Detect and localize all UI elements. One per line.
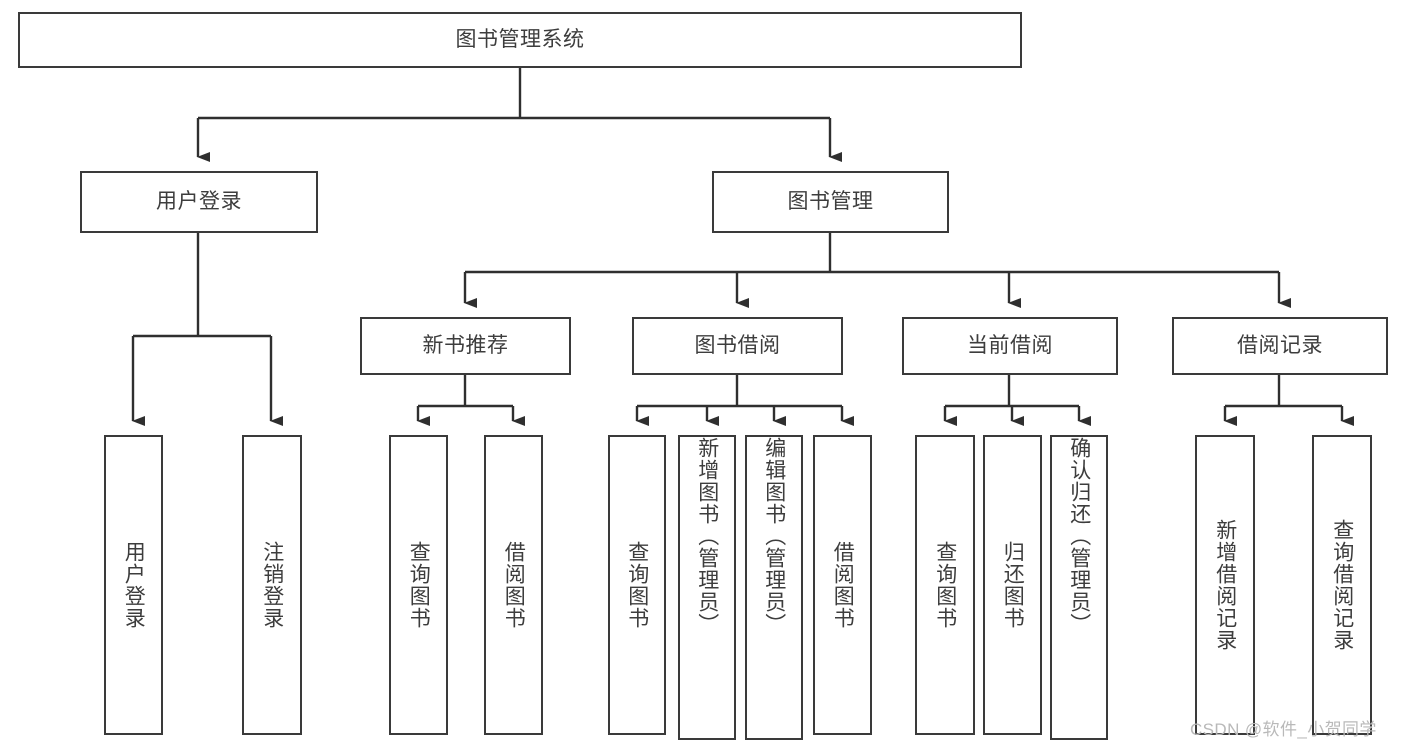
node-leaf-borrow-book-label: 借阅图书 [831,541,855,629]
node-leaf-confirm-return-admin-label: 确认归还（管理员） [1067,437,1091,635]
node-leaf-confirm-return-admin[interactable]: 确认归还（管理员） [1050,435,1108,740]
node-leaf-user-login-label: 用户登录 [122,541,146,629]
csdn-watermark: CSDN @软件_小贺同学 [1190,720,1377,739]
node-leaf-logout-label: 注销登录 [260,541,284,629]
node-book-borrow-label: 图书借阅 [694,334,781,358]
node-leaf-return-book-label: 归还图书 [1001,541,1025,629]
node-root[interactable]: 图书管理系统 [18,12,1022,68]
node-user-login-label: 用户登录 [156,190,242,214]
node-leaf-edit-book-admin-label: 编辑图书（管理员） [762,437,786,635]
node-leaf-add-book-admin-label: 新增图书（管理员） [695,437,719,635]
node-leaf-user-login[interactable]: 用户登录 [104,435,163,735]
node-leaf-query-book-borrow[interactable]: 查询图书 [608,435,666,735]
node-leaf-edit-book-admin[interactable]: 编辑图书（管理员） [745,435,803,740]
node-leaf-return-book[interactable]: 归还图书 [983,435,1042,735]
node-leaf-borrow-book-recommend[interactable]: 借阅图书 [484,435,543,735]
node-leaf-query-book-current-label: 查询图书 [933,541,957,629]
node-borrow-record-label: 借阅记录 [1237,334,1323,358]
node-leaf-add-borrow-record[interactable]: 新增借阅记录 [1195,435,1255,735]
node-leaf-query-book-current[interactable]: 查询图书 [915,435,975,735]
node-leaf-query-book-borrow-label: 查询图书 [625,541,649,629]
node-book-management-label: 图书管理 [787,190,874,214]
node-leaf-add-borrow-record-label: 新增借阅记录 [1213,519,1237,651]
node-leaf-add-book-admin[interactable]: 新增图书（管理员） [678,435,736,740]
node-book-borrow[interactable]: 图书借阅 [632,317,843,375]
node-leaf-borrow-book-recommend-label: 借阅图书 [502,541,526,629]
node-leaf-query-book-recommend-label: 查询图书 [407,541,431,629]
node-root-label: 图书管理系统 [455,28,585,52]
node-leaf-query-book-recommend[interactable]: 查询图书 [389,435,448,735]
node-current-borrow[interactable]: 当前借阅 [902,317,1118,375]
node-leaf-borrow-book[interactable]: 借阅图书 [813,435,872,735]
node-current-borrow-label: 当前借阅 [967,334,1053,358]
node-leaf-logout[interactable]: 注销登录 [242,435,302,735]
node-leaf-query-borrow-record-label: 查询借阅记录 [1330,519,1354,651]
node-leaf-query-borrow-record[interactable]: 查询借阅记录 [1312,435,1372,735]
node-new-book-recommend-label: 新书推荐 [422,334,509,358]
node-book-management[interactable]: 图书管理 [712,171,949,233]
node-borrow-record[interactable]: 借阅记录 [1172,317,1388,375]
node-user-login[interactable]: 用户登录 [80,171,318,233]
node-new-book-recommend[interactable]: 新书推荐 [360,317,571,375]
